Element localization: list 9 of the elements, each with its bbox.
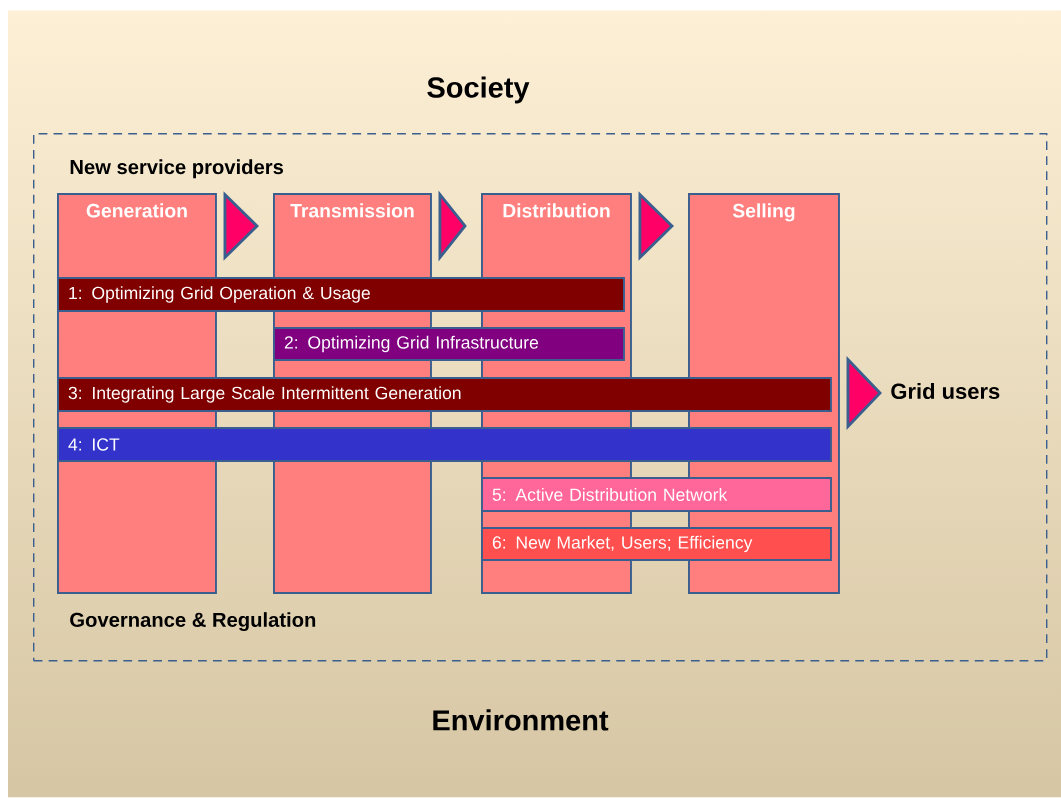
bar-box: 2: Optimizing Grid Infrastructure bbox=[273, 327, 625, 361]
bar-box: 6: New Market, Users; Efficiency bbox=[481, 527, 832, 561]
node-label: Grid users bbox=[891, 382, 1000, 400]
heading: Environment bbox=[433, 709, 609, 731]
bar-box: 3: Integrating Large Scale Intermittent Generation bbox=[57, 377, 832, 412]
bar-box: 4: ICT bbox=[57, 427, 832, 462]
bar-box: 1: Optimizing Grid Operation & Usage bbox=[57, 277, 625, 312]
heading: Society bbox=[427, 76, 530, 104]
bar-box: 5: Active Distribution Network bbox=[481, 477, 832, 512]
